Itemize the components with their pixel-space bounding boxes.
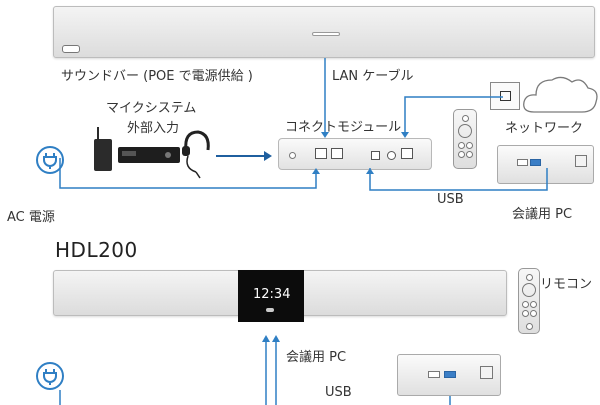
connect-module-device	[278, 138, 432, 170]
remote-icon	[518, 268, 540, 334]
soundbar-label: サウンドバー (POE で電源供給 )	[61, 69, 253, 84]
soundbar-slot	[312, 32, 340, 36]
clock-display: 12:34	[253, 287, 291, 302]
lan-cable-label: LAN ケーブル	[332, 69, 414, 84]
network-label: ネットワーク	[505, 121, 584, 136]
meeting-pc-bottom-label: 会議用 PC	[286, 350, 347, 365]
power-plug-icon	[36, 362, 64, 390]
top-connection-lines	[59, 58, 548, 191]
usb-bottom-label: USB	[325, 385, 352, 400]
mic-to-module-arrow	[216, 151, 272, 161]
connect-module-label: コネクトモジュール	[285, 120, 402, 135]
remote-label: リモコン	[540, 277, 593, 292]
meeting-pc-top-label: 会議用 PC	[512, 207, 573, 222]
model-title: HDL200	[55, 238, 138, 262]
soundbar-device	[53, 6, 595, 58]
pc-icon	[497, 145, 594, 184]
brand-logo-icon	[266, 308, 274, 312]
display-screen: 12:34	[238, 270, 304, 322]
pc-icon	[397, 354, 501, 396]
mic-system-label: マイクシステム	[106, 101, 197, 116]
headset-mic-icon	[182, 130, 210, 179]
remote-icon	[453, 109, 477, 169]
cloud-icon	[523, 76, 598, 113]
usb-top-label: USB	[437, 192, 464, 207]
power-plug-icon	[36, 146, 64, 174]
microphone-receiver-icon	[94, 127, 180, 171]
bottom-connection-lines	[59, 335, 451, 405]
brand-logo-icon	[62, 45, 80, 53]
wall-jack-icon	[490, 82, 520, 110]
ac-power-label: AC 電源	[7, 210, 55, 225]
external-input-label: 外部入力	[127, 121, 180, 136]
